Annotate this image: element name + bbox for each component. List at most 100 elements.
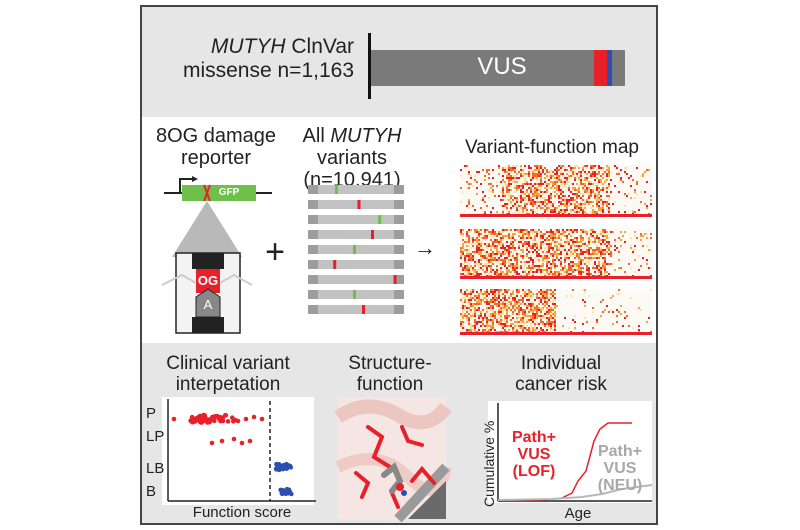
map-cell xyxy=(588,263,590,265)
map-cell xyxy=(552,263,554,265)
map-cell xyxy=(494,247,496,249)
map-cell xyxy=(478,267,480,269)
map-cell xyxy=(484,301,486,303)
map-cell xyxy=(478,293,480,295)
map-cell xyxy=(638,269,640,271)
map-cell xyxy=(466,261,468,263)
map-cell xyxy=(462,249,464,251)
map-cell xyxy=(586,261,588,263)
map-cell xyxy=(570,263,572,265)
map-cell xyxy=(526,249,528,251)
map-cell xyxy=(550,201,552,203)
risk-ylabel: Cumulative % xyxy=(481,420,497,507)
map-cell xyxy=(468,229,470,231)
map-cell xyxy=(588,295,590,297)
map-cell xyxy=(608,199,610,201)
map-panel-baseline xyxy=(460,332,652,335)
map-cell xyxy=(534,307,536,309)
map-cell xyxy=(464,313,466,315)
map-cell xyxy=(494,231,496,233)
map-cell xyxy=(536,173,538,175)
map-cell xyxy=(484,201,486,203)
map-cell xyxy=(544,247,546,249)
map-cell xyxy=(514,177,516,179)
map-cell xyxy=(548,171,550,173)
map-cell xyxy=(518,235,520,237)
map-cell xyxy=(484,325,486,327)
map-cell xyxy=(620,179,622,181)
map-cell xyxy=(550,291,552,293)
map-cell xyxy=(540,173,542,175)
map-cell xyxy=(468,319,470,321)
map-cell xyxy=(526,293,528,295)
map-cell xyxy=(494,195,496,197)
map-cell xyxy=(476,231,478,233)
map-cell xyxy=(550,243,552,245)
map-cell xyxy=(564,267,566,269)
map-cell xyxy=(492,319,494,321)
map-cell xyxy=(494,269,496,271)
map-cell xyxy=(512,179,514,181)
map-cell xyxy=(600,233,602,235)
map-cell xyxy=(572,193,574,195)
map-cell xyxy=(530,179,532,181)
map-cell xyxy=(634,231,636,233)
map-cell xyxy=(596,319,598,321)
map-cell xyxy=(462,233,464,235)
map-cell xyxy=(464,261,466,263)
map-cell xyxy=(620,305,622,307)
map-cell xyxy=(552,183,554,185)
map-cell xyxy=(600,269,602,271)
map-cell xyxy=(590,189,592,191)
map-cell xyxy=(488,183,490,185)
map-cell xyxy=(480,247,482,249)
map-cell xyxy=(498,311,500,313)
map-cell xyxy=(596,205,598,207)
map-cell xyxy=(590,207,592,209)
map-cell xyxy=(470,267,472,269)
map-cell xyxy=(546,329,548,331)
map-cell xyxy=(542,315,544,317)
map-cell xyxy=(532,313,534,315)
map-cell xyxy=(560,265,562,267)
map-cell xyxy=(546,303,548,305)
map-cell xyxy=(498,243,500,245)
map-cell xyxy=(506,315,508,317)
map-cell xyxy=(492,313,494,315)
map-cell xyxy=(470,309,472,311)
promoter-arrow-icon xyxy=(179,178,192,193)
map-cell xyxy=(510,237,512,239)
map-cell xyxy=(566,203,568,205)
map-cell xyxy=(478,295,480,297)
map-cell xyxy=(524,193,526,195)
map-cell xyxy=(538,195,540,197)
map-cell xyxy=(464,305,466,307)
map-cell xyxy=(462,243,464,245)
map-cell xyxy=(524,303,526,305)
map-cell xyxy=(584,183,586,185)
map-cell xyxy=(516,289,518,291)
map-cell xyxy=(494,273,496,275)
map-cell xyxy=(558,201,560,203)
map-cell xyxy=(550,169,552,171)
map-cell xyxy=(504,251,506,253)
gfp-label: GFP xyxy=(218,187,240,198)
map-cell xyxy=(512,245,514,247)
map-cell xyxy=(614,269,616,271)
map-cell xyxy=(482,321,484,323)
gfp-box xyxy=(182,185,256,201)
map-cell xyxy=(492,291,494,293)
map-cell xyxy=(558,189,560,191)
map-cell xyxy=(478,235,480,237)
map-cell xyxy=(492,323,494,325)
map-cell xyxy=(492,299,494,301)
map-cell xyxy=(490,289,492,291)
map-cell xyxy=(640,201,642,203)
map-cell xyxy=(608,187,610,189)
map-cell xyxy=(624,317,626,319)
map-cell xyxy=(506,309,508,311)
map-cell xyxy=(466,165,468,167)
map-cell xyxy=(548,273,550,275)
map-cell xyxy=(534,329,536,331)
map-cell xyxy=(516,197,518,199)
